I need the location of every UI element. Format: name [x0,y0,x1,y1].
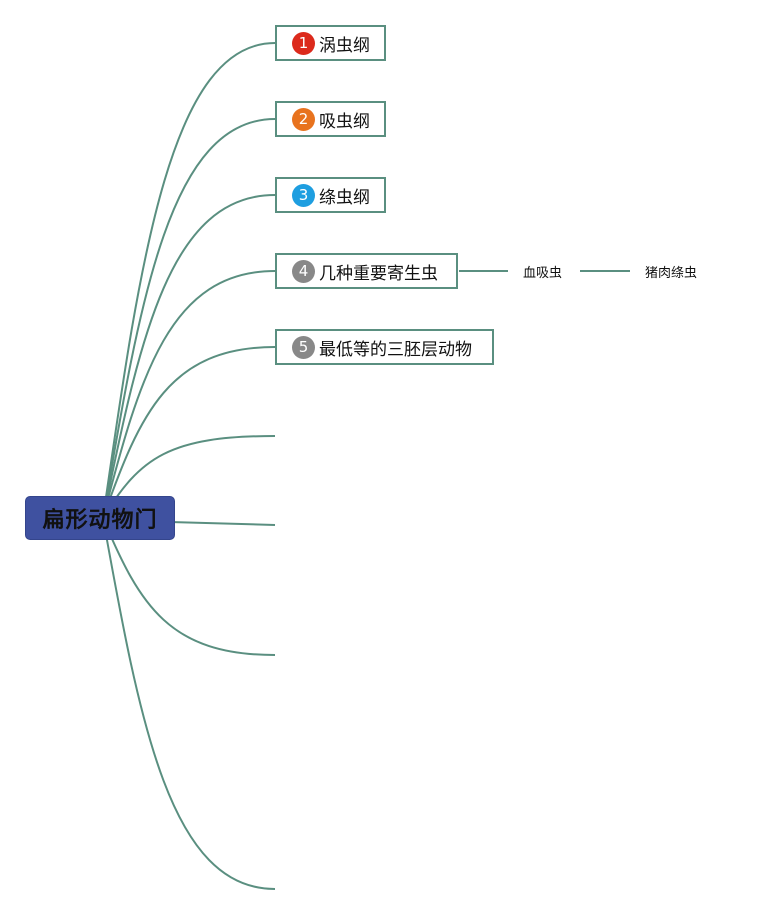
topic-5-label: 最低等的三胚层动物 [319,339,472,360]
topic-4-label: 几种重要寄生虫 [319,263,438,284]
connector-topic-4 [102,270,276,519]
connector-topic-2 [102,118,276,519]
root-topic-label: 扁形动物门 [42,508,158,533]
topic-1[interactable]: 1 涡虫纲 [275,25,386,61]
number-badge-2-icon: 2 [292,107,315,131]
number-badge-4-icon: 4 [292,259,315,283]
topic-3[interactable]: 3 绦虫纲 [275,177,386,213]
number-badge-1-icon: 1 [292,31,315,55]
subtopic-blood-fluke[interactable]: 血吸虫 [523,262,562,281]
topic-1-label: 涡虫纲 [319,35,370,56]
topic-2-label: 吸虫纲 [319,111,370,132]
topic-2[interactable]: 2 吸虫纲 [275,101,386,137]
number-badge-5-icon: 5 [292,335,315,359]
subtopic-pork-tapeworm-label: 猪肉绦虫 [645,266,698,281]
subtopic-pork-tapeworm[interactable]: 猪肉绦虫 [645,262,697,281]
subtopic-blood-fluke-label: 血吸虫 [523,266,563,281]
connector-topic-5 [102,346,276,519]
connector-topic-3 [102,194,276,519]
connector-topic-1 [102,42,276,519]
connector-empty-4 [102,517,276,890]
root-topic[interactable]: 扁形动物门 [25,496,175,540]
number-badge-3-icon: 3 [292,183,315,207]
connector-empty-2 [169,521,276,526]
topic-4[interactable]: 4 几种重要寄生虫 [275,253,458,289]
connector-empty-3 [102,517,276,656]
topic-3-label: 绦虫纲 [319,187,370,208]
topic-5[interactable]: 5 最低等的三胚层动物 [275,329,494,365]
